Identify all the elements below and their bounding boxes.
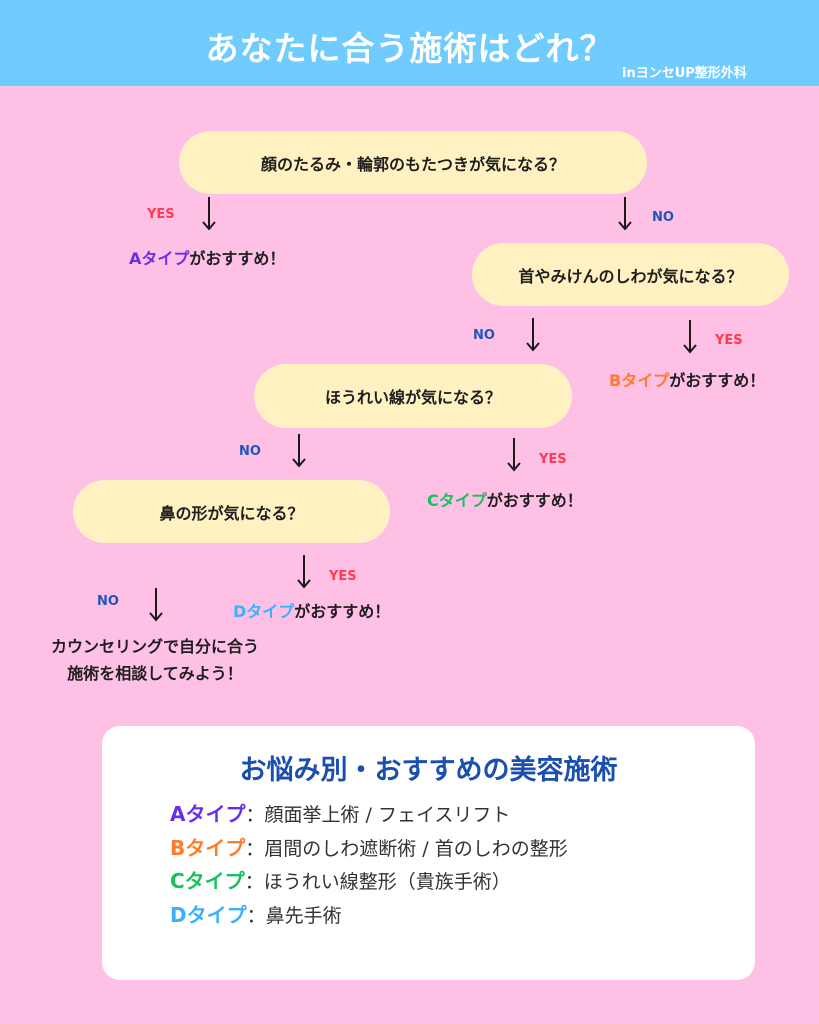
- down-arrow-icon: [618, 197, 632, 231]
- treatment-desc: 顔面挙上術 / フェイスリフト: [264, 804, 511, 826]
- panel-title: お悩み別・おすすめの美容施術: [239, 755, 618, 786]
- yes-label-4: YES: [329, 569, 357, 584]
- counseling-message: カウンセリングで自分に合う 施術を相談してみよう！: [30, 633, 280, 687]
- separator: ：: [246, 905, 266, 927]
- question-text-4: 鼻の形が気になる？: [159, 503, 304, 523]
- recommendation-row-c: Cタイプ：ほうれい線整形（貴族手術）: [170, 865, 511, 894]
- question-box-1: 顔のたるみ・輪郭のもたつきが気になる？: [179, 131, 647, 194]
- type-label: Aタイプ: [170, 802, 246, 826]
- result-type-b: Bタイプがおすすめ！: [609, 367, 765, 391]
- down-arrow-icon: [297, 555, 311, 589]
- result-type-a-label: Aタイプ: [129, 249, 190, 268]
- result-suffix: がおすすめ！: [669, 371, 766, 390]
- result-type-a: Aタイプがおすすめ！: [129, 245, 285, 269]
- down-arrow-icon: [149, 588, 163, 622]
- yes-label-2: YES: [715, 333, 743, 348]
- no-label-2: NO: [473, 328, 495, 343]
- separator: ：: [245, 838, 265, 860]
- down-arrow-icon: [507, 438, 521, 472]
- separator: ：: [245, 804, 265, 826]
- down-arrow-icon: [202, 197, 216, 231]
- down-arrow-icon: [526, 318, 540, 352]
- treatment-desc: ほうれい線整形（貴族手術）: [263, 871, 511, 893]
- question-text-1: 顔のたるみ・輪郭のもたつきが気になる？: [260, 154, 565, 174]
- down-arrow-icon: [292, 434, 306, 468]
- down-arrow-icon: [683, 320, 697, 354]
- type-label: Bタイプ: [170, 836, 246, 860]
- result-type-d-label: Dタイプ: [233, 602, 295, 621]
- result-type-b-label: Bタイプ: [609, 371, 670, 390]
- treatment-desc: 鼻先手術: [265, 905, 342, 927]
- separator: ：: [244, 871, 264, 893]
- page-title: あなたに合う施術はどれ？: [205, 29, 614, 68]
- question-box-4: 鼻の形が気になる？: [73, 480, 390, 543]
- counseling-line-2: 施術を相談してみよう！: [67, 664, 243, 683]
- question-text-3: ほうれい線が気になる？: [324, 388, 501, 407]
- recommendation-row-a: Aタイプ：顔面挙上術 / フェイスリフト: [170, 798, 510, 827]
- result-type-c-label: Cタイプ: [427, 491, 487, 510]
- yes-label-3: YES: [539, 452, 567, 467]
- yes-label-1: YES: [147, 207, 175, 222]
- recommendation-row-b: Bタイプ：眉間のしわ遮断術 / 首のしわの整形: [170, 832, 568, 861]
- question-box-2: 首やみけんのしわが気になる？: [472, 243, 789, 306]
- question-box-3: ほうれい線が気になる？: [254, 364, 572, 428]
- clinic-name: inヨンセUP整形外科: [622, 66, 747, 81]
- type-label: Cタイプ: [170, 869, 245, 893]
- header-banner: あなたに合う施術はどれ？ inヨンセUP整形外科: [0, 0, 819, 86]
- result-suffix: がおすすめ！: [486, 491, 583, 510]
- recommendation-panel: お悩み別・おすすめの美容施術 Aタイプ：顔面挙上術 / フェイスリフト Bタイプ…: [102, 726, 755, 980]
- counseling-line-1: カウンセリングで自分に合う: [50, 637, 259, 656]
- type-label: Dタイプ: [170, 903, 247, 927]
- recommendation-row-d: Dタイプ：鼻先手術: [170, 899, 342, 928]
- result-suffix: がおすすめ！: [189, 249, 286, 268]
- treatment-desc: 眉間のしわ遮断術 / 首のしわの整形: [264, 838, 568, 860]
- no-label-3: NO: [239, 444, 261, 459]
- no-label-1: NO: [652, 210, 674, 225]
- question-text-2: 首やみけんのしわが気になる？: [518, 266, 743, 286]
- result-type-c: Cタイプがおすすめ！: [427, 487, 583, 511]
- result-type-d: Dタイプがおすすめ！: [233, 598, 390, 622]
- no-label-4: NO: [97, 594, 119, 609]
- result-suffix: がおすすめ！: [294, 602, 391, 621]
